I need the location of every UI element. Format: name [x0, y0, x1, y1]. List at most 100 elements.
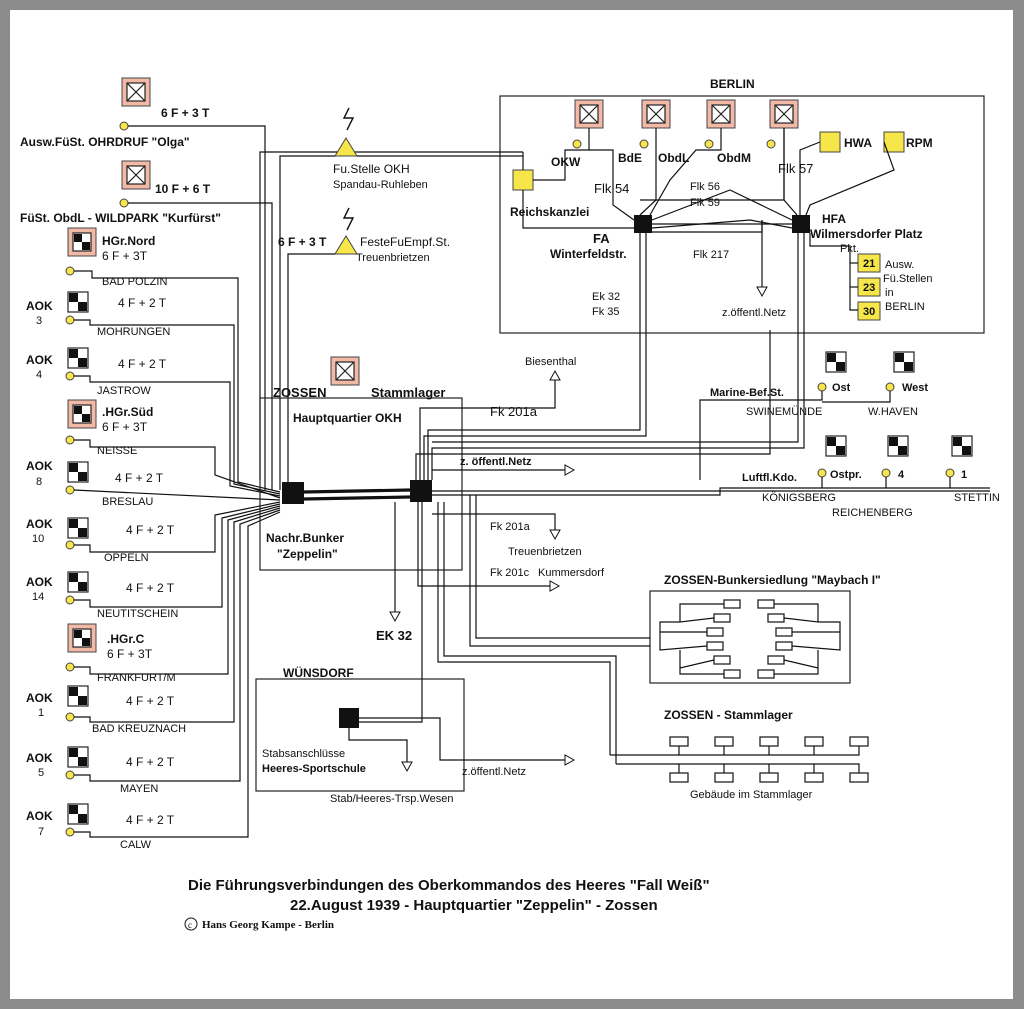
hgr-c-icon — [67, 623, 97, 653]
berlin-small-label: BERLIN — [885, 301, 925, 313]
stab-arrow-icon — [401, 761, 413, 773]
obdm-station-icon — [769, 99, 799, 129]
bde-connector-icon — [639, 139, 649, 149]
feste-label: FesteFuEmpf.St. — [360, 235, 450, 249]
aok3-connector-icon — [65, 315, 75, 325]
maybach-right-buildings — [757, 599, 841, 679]
hfa-node-icon — [792, 215, 810, 233]
wuensdorf-frame — [255, 678, 465, 792]
luftfl-label: Luftfl.Kdo. — [742, 472, 797, 484]
aok7-number: 7 — [38, 826, 44, 838]
breslau-label: BRESLAU — [102, 496, 153, 508]
lightning-icon — [342, 107, 355, 131]
aok10-connector-icon — [65, 540, 75, 550]
fustelle-triangle-icon — [334, 137, 358, 157]
l4-connector-icon — [881, 468, 891, 478]
aok5-number: 5 — [38, 767, 44, 779]
aok7-connector-icon — [65, 827, 75, 837]
berlin-30-label: 30 — [863, 306, 875, 318]
marine-label: Marine-Bef.St. — [710, 387, 784, 399]
rpm-label: RPM — [906, 136, 933, 150]
aok14-aok: AOK — [26, 575, 53, 589]
berlin-21-label: 21 — [863, 258, 875, 270]
ek32-label: EK 32 — [376, 628, 412, 643]
heeres-sport-label: Heeres-Sportschule — [262, 763, 366, 775]
hgr-c-capacity: 6 F + 3T — [107, 647, 153, 661]
hgr-sued-icon — [67, 399, 97, 429]
east-stations: Marine-Bef.St. Ost West SWINEMÜNDE W.HAV… — [699, 351, 1000, 519]
aok7-aok: AOK — [26, 809, 53, 823]
fk201c-label: Fk 201c — [490, 567, 530, 579]
feste-capacity: 6 F + 3 T — [278, 235, 327, 249]
sued-connector-icon — [65, 435, 75, 445]
stammlager-group: ZOSSEN - Stammlager Gebäude im Stammlage… — [437, 502, 869, 801]
aok3-icon — [67, 291, 89, 313]
wildpark-label: FüSt. ObdL - WILDPARK "Kurfürst" — [20, 211, 221, 225]
flk217-label: Flk 217 — [693, 249, 729, 261]
west-connector-icon — [885, 382, 895, 392]
aok5-aok: AOK — [26, 751, 53, 765]
mohrungen-label: MOHRUNGEN — [97, 326, 170, 338]
hgr-c-label: .HGr.C — [107, 632, 145, 646]
aok4-aok: AOK — [26, 353, 53, 367]
wilmersdorf-label: Wilmersdorfer Platz — [810, 227, 923, 241]
okw-connector-icon — [572, 139, 582, 149]
winterfeld-label: Winterfeldstr. — [550, 247, 627, 261]
bad-polzin-label: BAD POLZIN — [102, 276, 167, 288]
flk54-label: Flk 54 — [594, 181, 629, 196]
aok4-icon — [67, 347, 89, 369]
luftfl-ostpr-icon — [825, 435, 847, 457]
nachr-bunker-label: Nachr.Bunker — [266, 531, 344, 545]
treuen2-arrow-icon — [549, 529, 561, 541]
maybach-frame — [649, 590, 851, 684]
hwa-station-icon — [819, 131, 841, 153]
okw-station-icon — [574, 99, 604, 129]
oppeln-label: OPPELN — [104, 552, 149, 564]
west-label: West — [902, 382, 928, 394]
l1-connector-icon — [945, 468, 955, 478]
communications-diagram: BERLIN OKW BdE ObdL ObdM Flk 57 HWA RPM … — [20, 77, 1000, 931]
koenigsberg-label: KÖNIGSBERG — [762, 492, 836, 504]
aok10-number: 10 — [32, 533, 44, 545]
reichskanzlei-station-icon — [512, 169, 534, 191]
berlin-23-label: 23 — [863, 282, 875, 294]
caption-line-1: Die Führungsverbindungen des Oberkommand… — [188, 877, 710, 894]
copyright-label: Hans Georg Kampe - Berlin — [202, 919, 334, 931]
jastrow-label: JASTROW — [97, 385, 151, 397]
aok7-icon — [67, 803, 89, 825]
hfa-label: HFA — [822, 212, 846, 226]
gebaeude-label: Gebäude im Stammlager — [690, 789, 813, 801]
berlin-30-box — [857, 301, 881, 321]
fk201a-label: Fk 201a — [490, 404, 538, 419]
ausw-label: Ausw. — [885, 259, 914, 271]
aok8-aok: AOK — [26, 459, 53, 473]
hgr-sued-capacity: 6 F + 3T — [102, 420, 148, 434]
mayen-label: MAYEN — [120, 783, 158, 795]
frankfurt-label: FRANKFURT/M — [97, 672, 176, 684]
neutitschein-label: NEUTITSCHEIN — [97, 608, 178, 620]
aok4-connector-icon — [65, 371, 75, 381]
ohrdruf-station-icon — [121, 77, 151, 107]
hgr-nord-icon — [67, 227, 97, 257]
aok14-capacity: 4 F + 2 T — [126, 581, 175, 595]
okw-label: OKW — [551, 155, 581, 169]
oeffentl-netz-2-label: z.öffentl.Netz — [462, 766, 526, 778]
aok1-connector-icon — [65, 712, 75, 722]
stettin-label: STETTIN — [954, 492, 1000, 504]
hub-node-icon — [410, 480, 432, 502]
calw-label: CALW — [120, 839, 152, 851]
wildpark-connector-icon — [119, 198, 129, 208]
aok10-icon — [67, 517, 89, 539]
feste-triangle-icon — [334, 235, 358, 255]
fustelle-label: Fu.Stelle OKH — [333, 162, 410, 176]
neisse-label: NEISSE — [97, 445, 137, 457]
ohrdruf-label: Ausw.FüSt. OHRDRUF "Olga" — [20, 135, 190, 149]
hgr-nord-label: HGr.Nord — [102, 234, 155, 248]
berlin-netz-arrow-icon — [756, 286, 768, 298]
aok3-number: 3 — [36, 315, 42, 327]
treuenbrietzen-1-label: Treuenbrietzen — [356, 252, 430, 264]
copyright-icon — [184, 917, 198, 931]
aok5-connector-icon — [65, 770, 75, 780]
obdl-connector-icon — [704, 139, 714, 149]
aok10-aok: AOK — [26, 517, 53, 531]
